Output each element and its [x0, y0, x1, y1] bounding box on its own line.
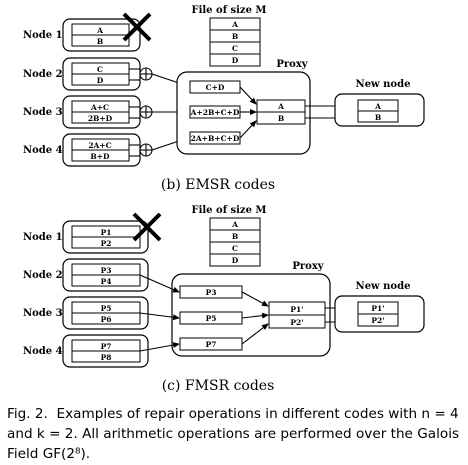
figure-caption: Fig. 2. Examples of repair operations in…	[7, 404, 463, 464]
panel-b-node-3: Node 3 A+C 2B+D	[23, 95, 141, 129]
caption-prefix: Fig. 2.	[7, 406, 48, 422]
panel-c-file-table: A B C D	[209, 217, 261, 267]
node-label: Node 1	[23, 30, 63, 41]
proxy-output-text: B	[278, 114, 284, 123]
node-block: P1	[101, 228, 112, 237]
new-node-block: P1'	[371, 304, 384, 313]
panel-b-subtitle: (b) EMSR codes	[161, 177, 275, 193]
panel-c-node-3: Node 3 P5 P6	[23, 296, 149, 330]
new-node-block: A	[374, 102, 381, 111]
new-node-block: P2'	[371, 316, 384, 325]
panel-c-file-title: File of size M	[191, 205, 266, 216]
file-block-a: A	[231, 220, 238, 229]
file-block-b: B	[232, 232, 238, 241]
node-block: P7	[101, 342, 112, 351]
node-block: P4	[101, 277, 112, 286]
node-block: P2	[101, 239, 112, 248]
node-block: P6	[101, 315, 112, 324]
panel-b-new-node-label: New node	[356, 79, 411, 90]
panel-b-file-title: File of size M	[191, 5, 266, 16]
node-block: 2B+D	[88, 114, 113, 123]
panel-c-new-node-label: New node	[356, 281, 411, 292]
file-block-a: A	[231, 20, 238, 29]
node-label: Node 3	[23, 107, 63, 118]
node-block: P8	[101, 353, 112, 362]
panel-c-node-2: Node 2 P3 P4	[23, 258, 149, 292]
proxy-output-text: A	[277, 102, 284, 111]
caption-text: Examples of repair operations in differe…	[7, 406, 460, 462]
panel-c-fmsr: File of size M A B C D Node 1 P1 P2	[23, 205, 425, 394]
node-label: Node 2	[23, 69, 63, 80]
node-block: B+D	[90, 152, 110, 161]
node-block: C	[97, 65, 103, 74]
panel-c-node-1: Node 1 P1 P2	[23, 212, 162, 254]
node-label: Node 4	[23, 346, 63, 357]
file-block-c: C	[232, 44, 238, 53]
file-block-d: D	[232, 256, 239, 265]
node-label: Node 3	[23, 308, 63, 319]
node-label: Node 2	[23, 270, 63, 281]
panel-b-node-2: Node 2 C D	[23, 57, 141, 91]
node-block: 2A+C	[88, 141, 111, 150]
node-label: Node 1	[23, 232, 63, 243]
node-block: A	[96, 26, 103, 35]
file-block-b: B	[232, 32, 238, 41]
file-block-d: D	[232, 56, 239, 65]
proxy-input-text: P5	[206, 314, 217, 323]
failure-cross-icon	[132, 212, 162, 242]
node-block: P5	[101, 304, 112, 313]
node-block: D	[97, 76, 104, 85]
panel-c-proxy-label: Proxy	[292, 261, 324, 272]
new-node-block: B	[375, 113, 381, 122]
panel-b-file-table: A B C D	[209, 17, 261, 67]
panel-c-node-4: Node 4 P7 P8	[23, 334, 149, 368]
proxy-input-text: P3	[206, 288, 217, 297]
proxy-input-text: A+2B+C+D	[190, 108, 240, 117]
figure-canvas: File of size M A B C D Node 1 A B	[23, 5, 425, 394]
proxy-input-text: 2A+B+C+D	[191, 134, 240, 143]
proxy-output-text: P2'	[290, 318, 303, 327]
node-label: Node 4	[23, 145, 63, 156]
panel-b-node-1: Node 1 A B	[23, 12, 152, 52]
node-block: P3	[101, 266, 112, 275]
proxy-input-text: P7	[206, 340, 217, 349]
node-block: B	[97, 37, 103, 46]
node-block: A+C	[90, 103, 109, 112]
panel-b-emsr: File of size M A B C D Node 1 A B	[23, 5, 425, 193]
panel-b-node-4: Node 4 2A+C B+D	[23, 133, 141, 167]
failure-cross-icon	[122, 12, 152, 42]
panel-c-subtitle: (c) FMSR codes	[162, 378, 275, 394]
panel-b-proxy-label: Proxy	[276, 59, 308, 70]
file-block-c: C	[232, 244, 238, 253]
proxy-input-text: C+D	[206, 83, 225, 92]
proxy-output-text: P1'	[290, 305, 303, 314]
